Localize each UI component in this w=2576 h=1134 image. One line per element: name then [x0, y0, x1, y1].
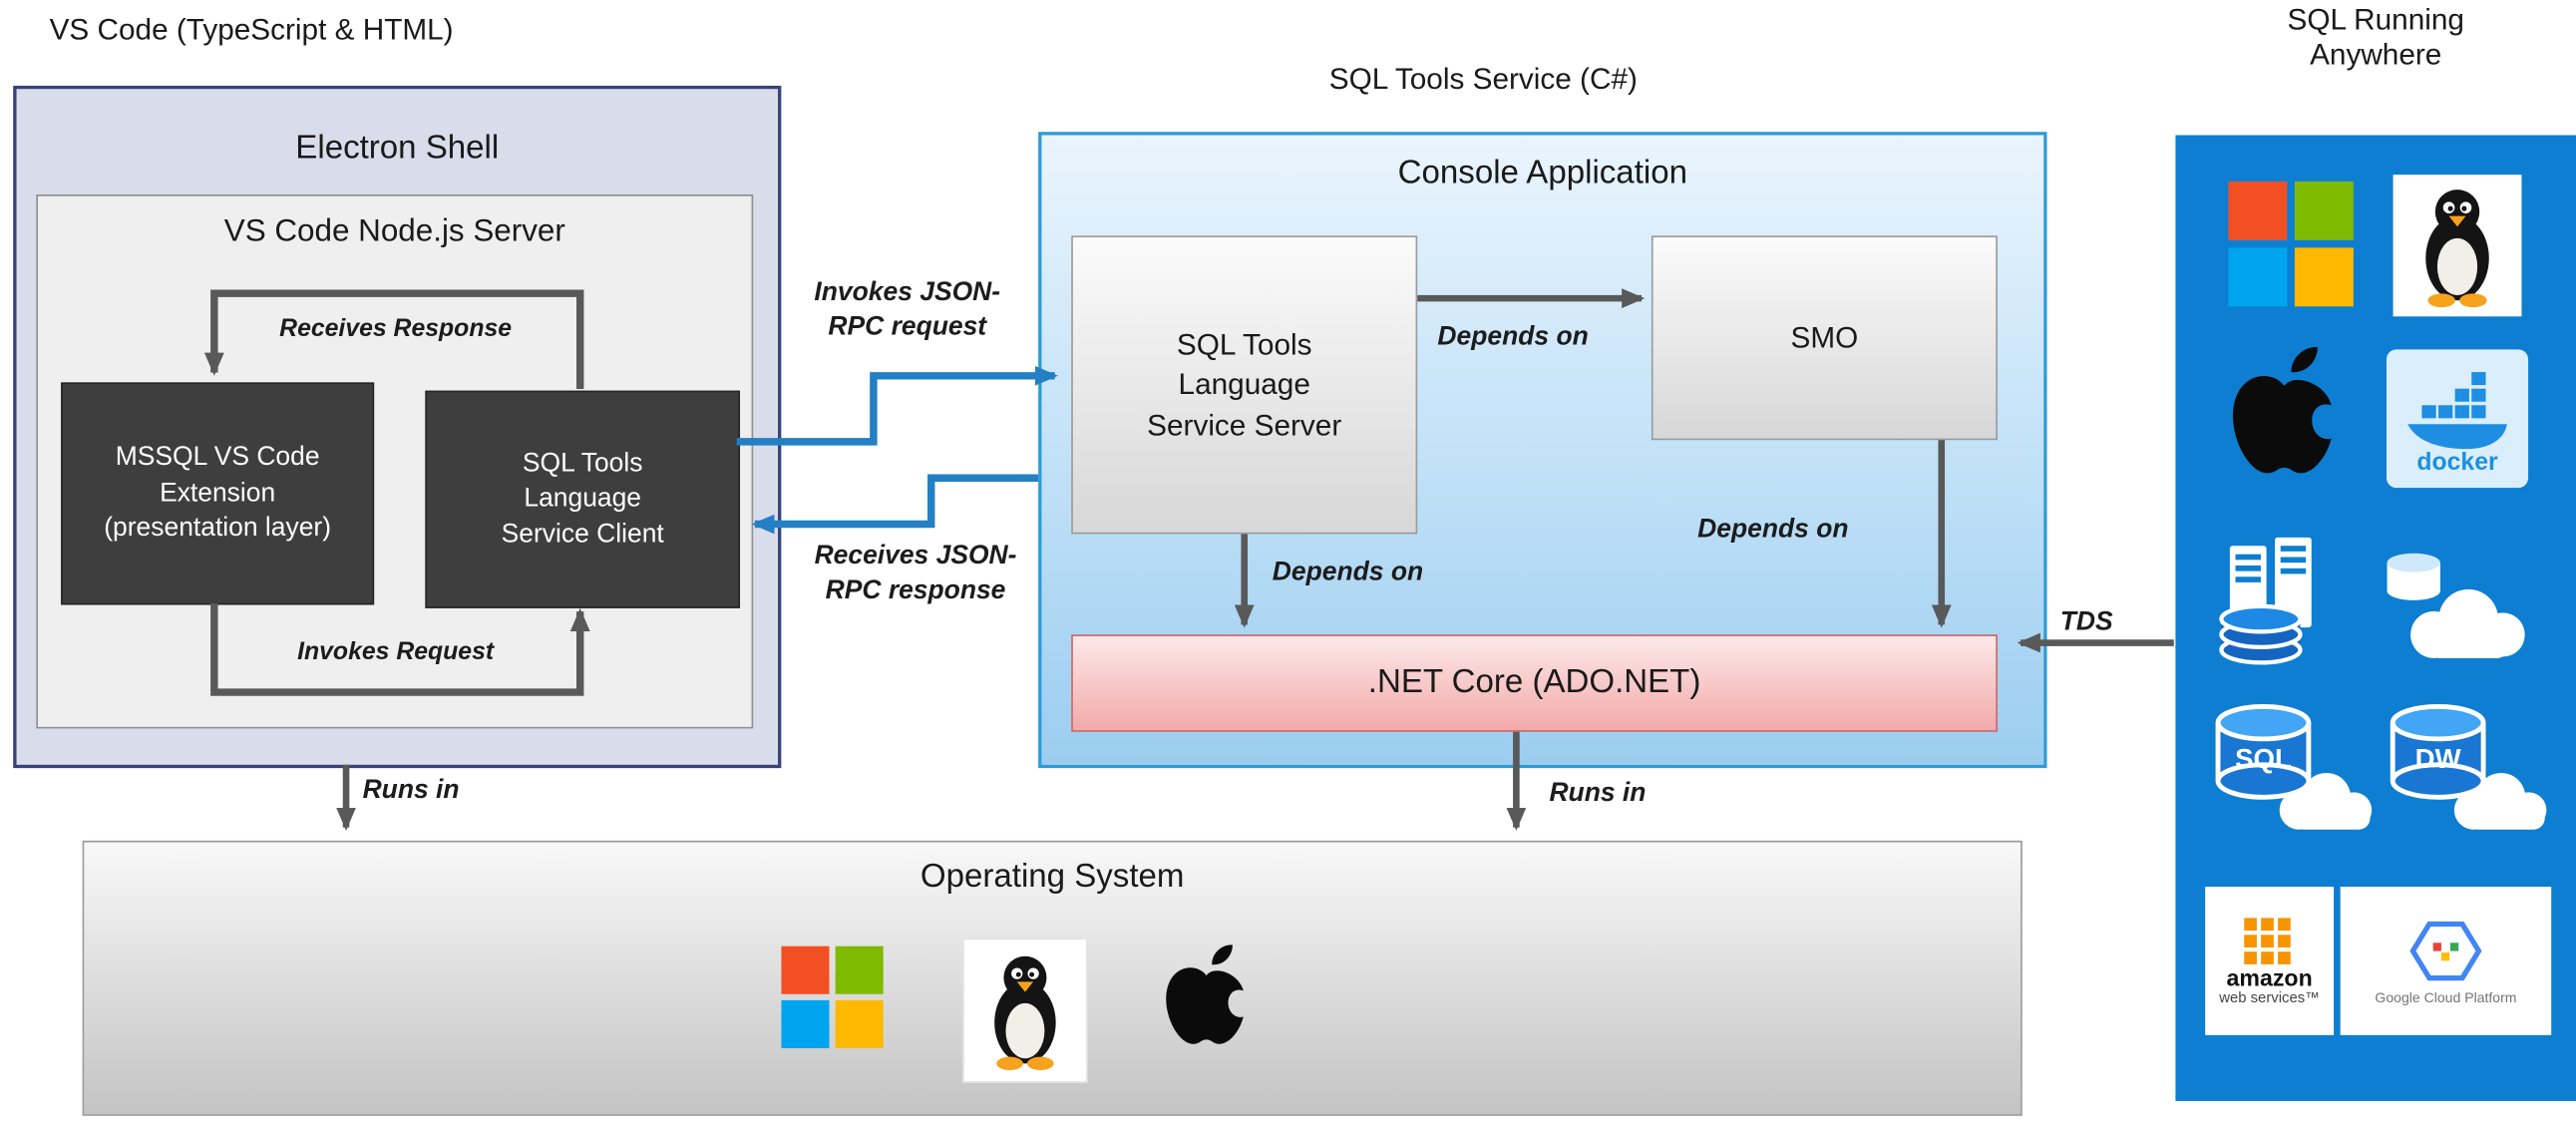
- dw-db-cloud-icon: DW: [2374, 695, 2551, 837]
- label-invokes-request: Invokes Request: [297, 637, 495, 666]
- netcore-box: .NET Core (ADO.NET): [1071, 634, 1998, 732]
- label-runs-in-electron: Runs in: [362, 776, 460, 805]
- sql-db-cloud-icon: SQL: [2199, 695, 2377, 837]
- invokes-request-arrow: [210, 602, 590, 696]
- smo-box: SMO: [1651, 235, 1998, 441]
- service-server-label: SQL Tools Language Service Server: [1147, 327, 1342, 442]
- receives-response-arrow: [203, 289, 584, 390]
- label-runs-in-netcore: Runs in: [1549, 779, 1647, 808]
- electron-shell-title: Electron Shell: [295, 130, 500, 167]
- label-depends-on-server: Depends on: [1272, 559, 1424, 587]
- dw-db-label: DW: [2415, 743, 2461, 774]
- sql-anywhere-title-line1: SQL Running: [2287, 3, 2464, 37]
- sql-anywhere-title: SQL Running Anywhere: [2175, 3, 2576, 72]
- aws-icon: amazon web services™: [2205, 887, 2335, 1035]
- label-depends-on-smo: Depends on: [1437, 322, 1589, 352]
- receives-jsonrpc-arrow: [751, 474, 1039, 535]
- label-tds: TDS: [2059, 607, 2113, 636]
- os-title: Operating System: [920, 859, 1185, 896]
- label-receives-jsonrpc: Receives JSON- RPC response: [796, 541, 1035, 609]
- gcp-label: Google Cloud Platform: [2375, 987, 2517, 1005]
- linux-tux-icon: [2392, 175, 2522, 317]
- console-app-title: Console Application: [1397, 155, 1688, 191]
- node-server-title: VS Code Node.js Server: [223, 213, 565, 249]
- label-invokes-jsonrpc-line1: Invokes JSON-: [814, 278, 1001, 307]
- sql-anywhere-panel: docker: [2175, 135, 2576, 1101]
- label-depends-on-smo-netcore: Depends on: [1697, 516, 1849, 545]
- apple-icon: [1152, 928, 1261, 1079]
- aws-label-amazon: amazon: [2226, 963, 2313, 990]
- service-client-box: SQL Tools Language Service Client: [425, 390, 741, 608]
- aws-label-webservices: web services™: [2219, 987, 2321, 1005]
- sql-anywhere-title-line2: Anywhere: [2310, 38, 2442, 72]
- sqltools-section-title: SQL Tools Service (C#): [1328, 62, 1638, 96]
- label-invokes-jsonrpc-line2: RPC request: [828, 312, 987, 341]
- linux-tux-icon: [962, 938, 1088, 1083]
- service-server-box: SQL Tools Language Service Server: [1071, 235, 1418, 535]
- apple-icon: [2215, 339, 2354, 504]
- docker-label: docker: [2416, 447, 2498, 476]
- docker-icon: docker: [2386, 349, 2529, 489]
- smo-label: SMO: [1790, 320, 1859, 355]
- vscode-section-title: VS Code (TypeScript & HTML): [49, 13, 454, 47]
- invokes-jsonrpc-arrow: [736, 365, 1058, 446]
- windows-icon: [2228, 181, 2354, 307]
- label-invokes-jsonrpc: Invokes JSON- RPC request: [796, 277, 1018, 346]
- label-receives-jsonrpc-line1: Receives JSON-: [814, 542, 1017, 570]
- mssql-extension-box: MSSQL VS Code Extension (presentation la…: [61, 382, 375, 605]
- label-receives-jsonrpc-line2: RPC response: [825, 576, 1006, 605]
- gcp-icon: Google Cloud Platform: [2340, 887, 2552, 1035]
- mssql-extension-label: MSSQL VS Code Extension (presentation la…: [104, 443, 332, 544]
- sql-server-icon: [2199, 537, 2358, 673]
- windows-icon: [781, 945, 884, 1049]
- service-client-label: SQL Tools Language Service Client: [501, 449, 664, 549]
- label-receives-response: Receives Response: [279, 314, 513, 343]
- netcore-label: .NET Core (ADO.NET): [1367, 663, 1701, 701]
- azure-db-cloud-icon: [2370, 544, 2551, 669]
- sql-db-label: SQL: [2235, 743, 2292, 774]
- os-box: Operating System: [82, 840, 2023, 1116]
